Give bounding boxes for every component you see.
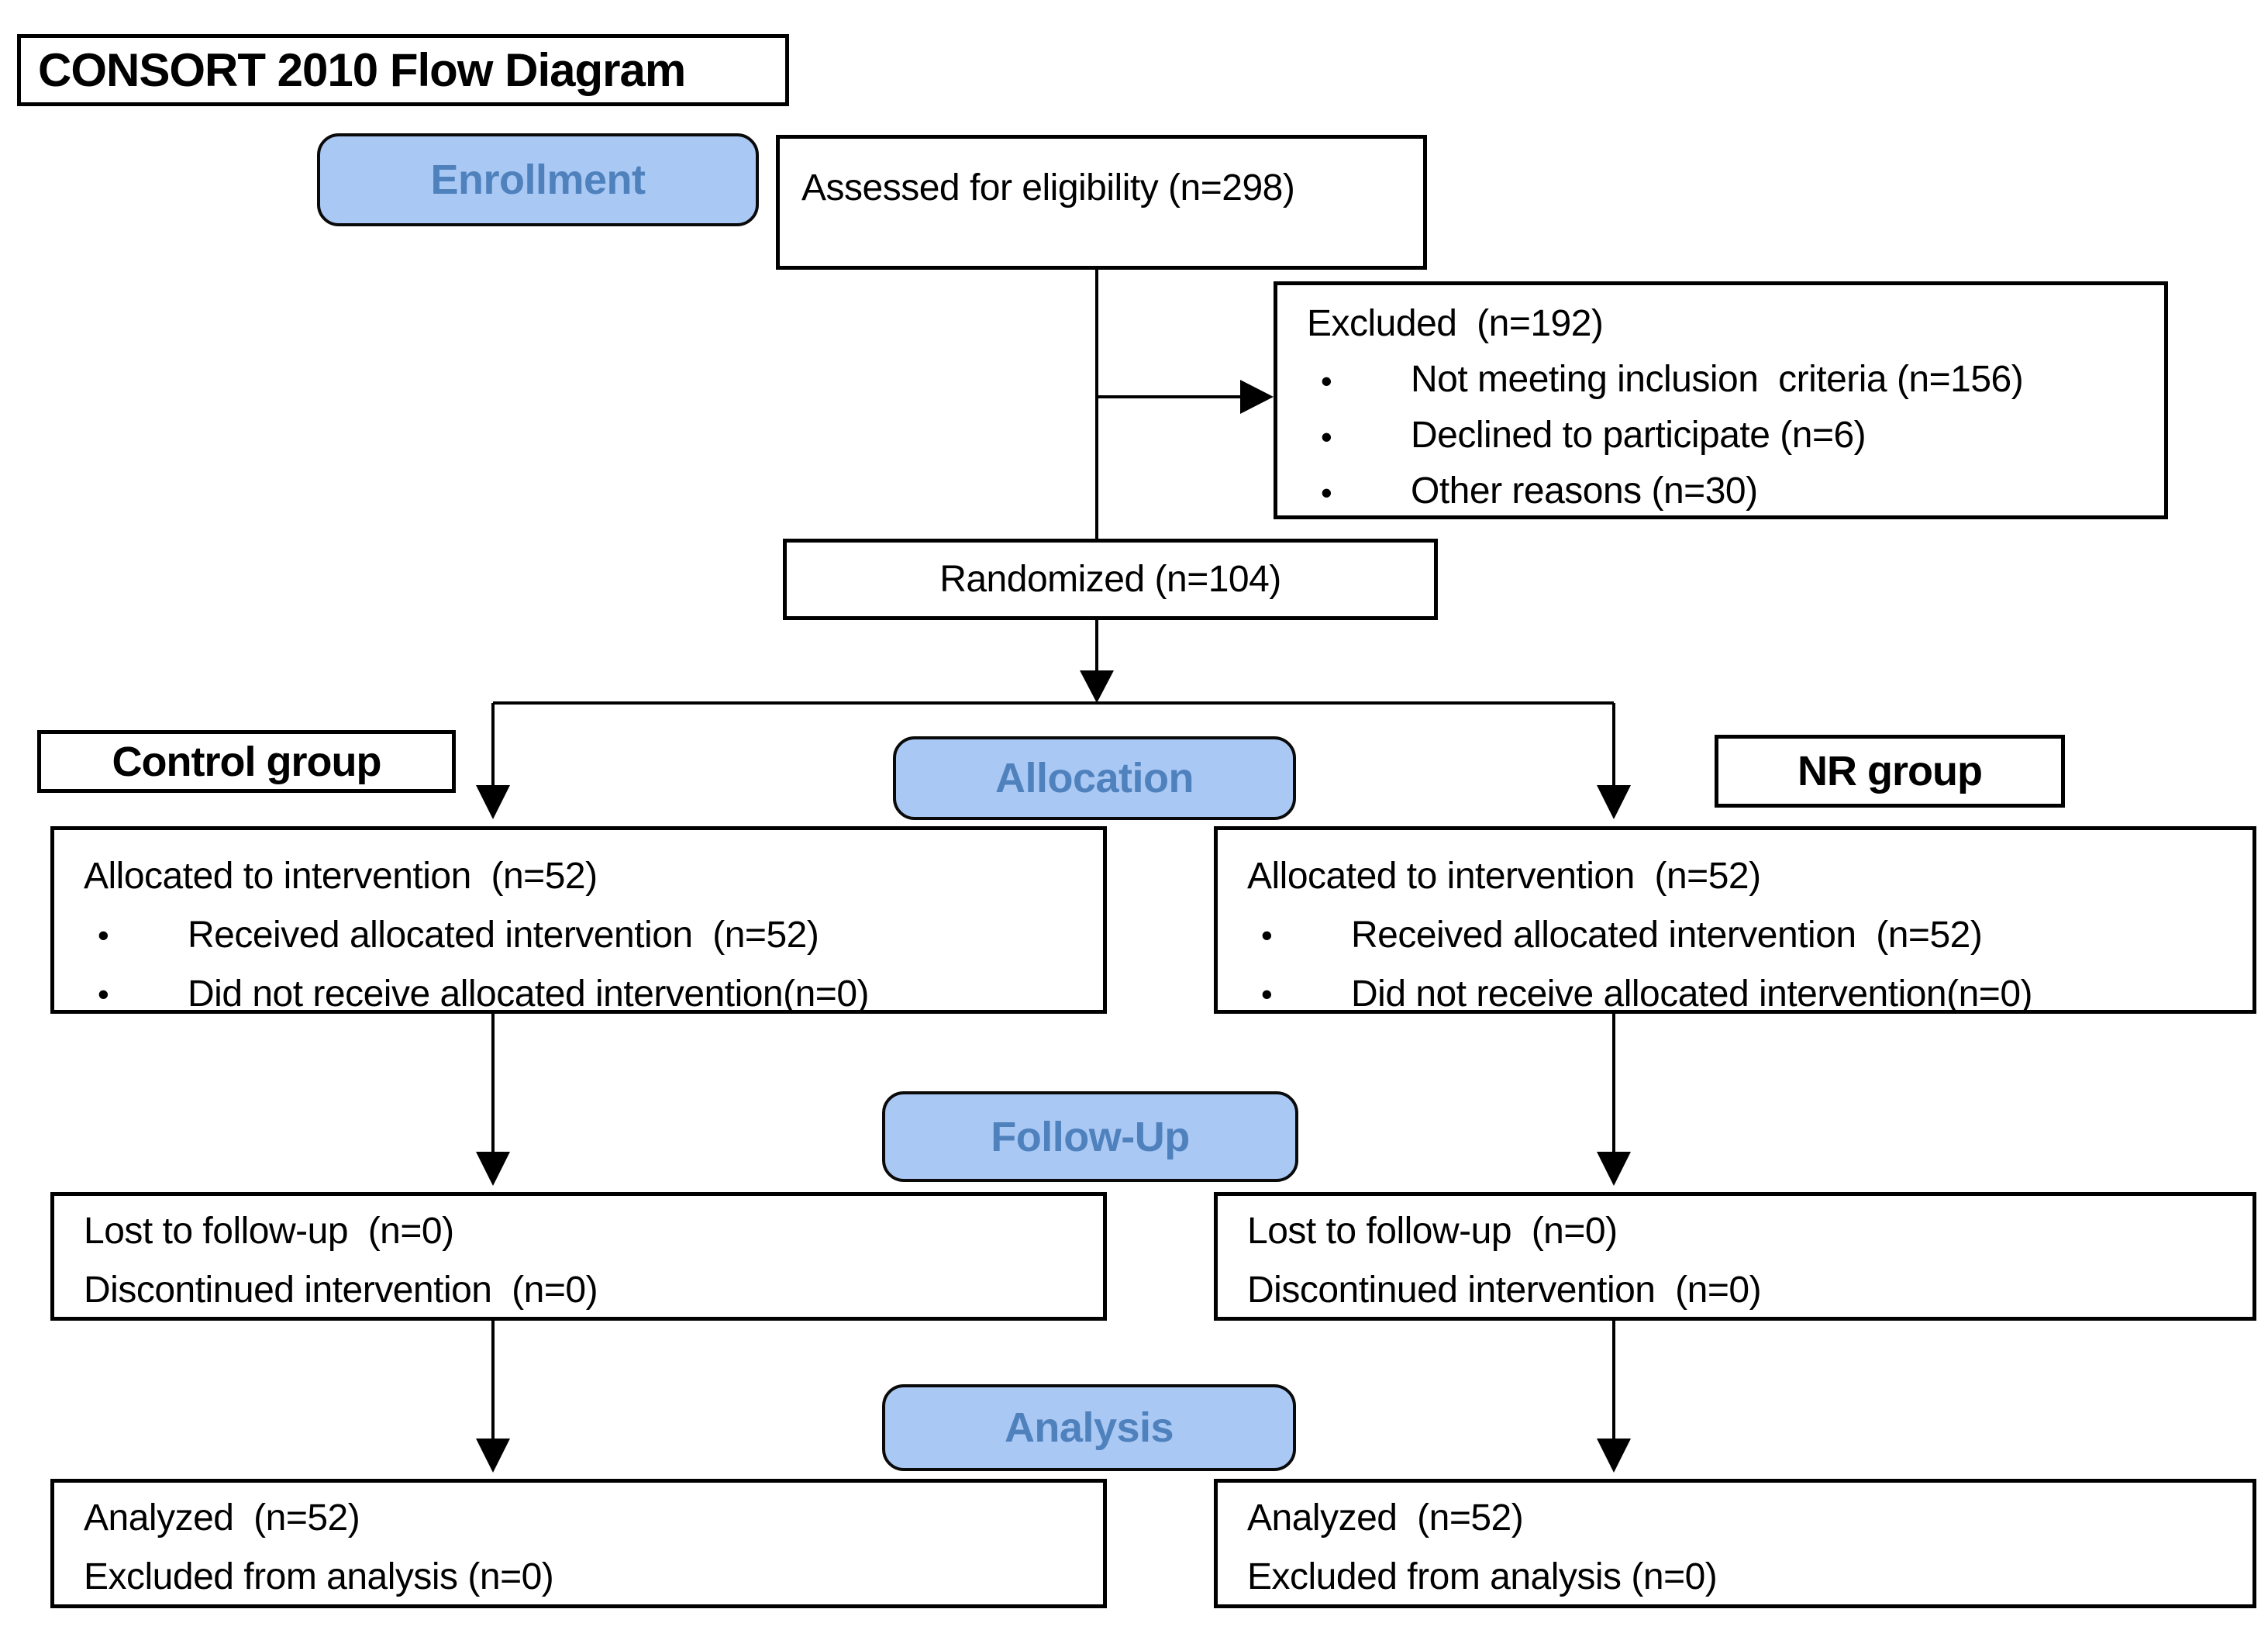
stage-pill-followup-label: Follow-Up (991, 1113, 1190, 1160)
control-analysis-box: Analyzed (n=52) Excluded from analysis (… (50, 1479, 1107, 1608)
control-analysis-line-2: Excluded from analysis (n=0) (84, 1556, 554, 1597)
nr-analysis-box: Analyzed (n=52) Excluded from analysis (… (1214, 1479, 2256, 1608)
stage-pill-followup: Follow-Up (882, 1091, 1298, 1182)
control-followup-line-1: Lost to follow-up (n=0) (84, 1211, 454, 1252)
nr-followup-box: Lost to follow-up (n=0) Discontinued int… (1214, 1192, 2256, 1321)
excluded-bullet-3: Other reasons (n=30) (1277, 463, 2164, 522)
excluded-header: Excluded (n=192) (1307, 303, 1604, 344)
nr-followup-line-1: Lost to follow-up (n=0) (1247, 1211, 1618, 1252)
randomized-box: Randomized (n=104) (783, 539, 1438, 620)
arrowhead-control-followup (476, 1152, 510, 1186)
stage-pill-analysis-label: Analysis (1004, 1404, 1174, 1451)
stage-pill-allocation: Allocation (893, 736, 1296, 820)
arrowhead-nr-followup (1597, 1152, 1631, 1186)
control-allocation-bullet-1: Received allocated intervention (n=52) (54, 906, 1103, 965)
nr-allocation-bullet-1: Received allocated intervention (n=52) (1218, 906, 2252, 965)
excluded-bullet-1: Not meeting inclusion criteria (n=156) (1277, 352, 2164, 411)
arrowhead-control-analysis (476, 1439, 510, 1473)
nr-allocation-header: Allocated to intervention (n=52) (1247, 856, 1761, 897)
arrowhead-excluded (1240, 380, 1274, 414)
group-label-control-text: Control group (112, 738, 382, 785)
nr-followup-line-2: Discontinued intervention (n=0) (1247, 1270, 1762, 1311)
control-followup-box: Lost to follow-up (n=0) Discontinued int… (50, 1192, 1107, 1321)
arrowhead-nr-analysis (1597, 1439, 1631, 1473)
nr-analysis-line-1: Analyzed (n=52) (1247, 1497, 1524, 1538)
stage-pill-analysis: Analysis (882, 1384, 1296, 1471)
stage-pill-allocation-label: Allocation (994, 755, 1194, 801)
stage-pill-enrollment: Enrollment (317, 133, 759, 226)
excluded-bullet-2: Declined to participate (n=6) (1277, 408, 2164, 467)
excluded-box: Excluded (n=192) Not meeting inclusion c… (1274, 281, 2168, 522)
assessed-box: Assessed for eligibility (n=298) (776, 135, 1427, 270)
control-allocation-bullet-2: Did not receive allocated intervention(n… (54, 965, 1103, 1024)
arrowhead-nr-allocation (1597, 785, 1631, 819)
control-analysis-line-1: Analyzed (n=52) (84, 1497, 360, 1538)
control-followup-line-2: Discontinued intervention (n=0) (84, 1270, 598, 1311)
control-allocation-box: Allocated to intervention (n=52) Receive… (50, 826, 1107, 1024)
group-label-nr-text: NR group (1798, 748, 1983, 794)
control-allocation-header: Allocated to intervention (n=52) (84, 856, 598, 897)
randomized-text: Randomized (n=104) (939, 558, 1281, 600)
assessed-text: Assessed for eligibility (n=298) (801, 167, 1295, 208)
group-label-control: Control group (37, 730, 456, 793)
arrowhead-control-allocation (476, 785, 510, 819)
nr-allocation-box: Allocated to intervention (n=52) Receive… (1214, 826, 2256, 1024)
arrowhead-split (1080, 670, 1114, 703)
diagram-title-text: CONSORT 2010 Flow Diagram (38, 44, 686, 96)
nr-analysis-line-2: Excluded from analysis (n=0) (1247, 1556, 1718, 1597)
nr-allocation-bullet-2: Did not receive allocated intervention(n… (1218, 965, 2252, 1024)
group-label-nr: NR group (1715, 735, 2065, 808)
stage-pill-enrollment-label: Enrollment (430, 157, 646, 203)
diagram-title: CONSORT 2010 Flow Diagram (17, 34, 789, 106)
